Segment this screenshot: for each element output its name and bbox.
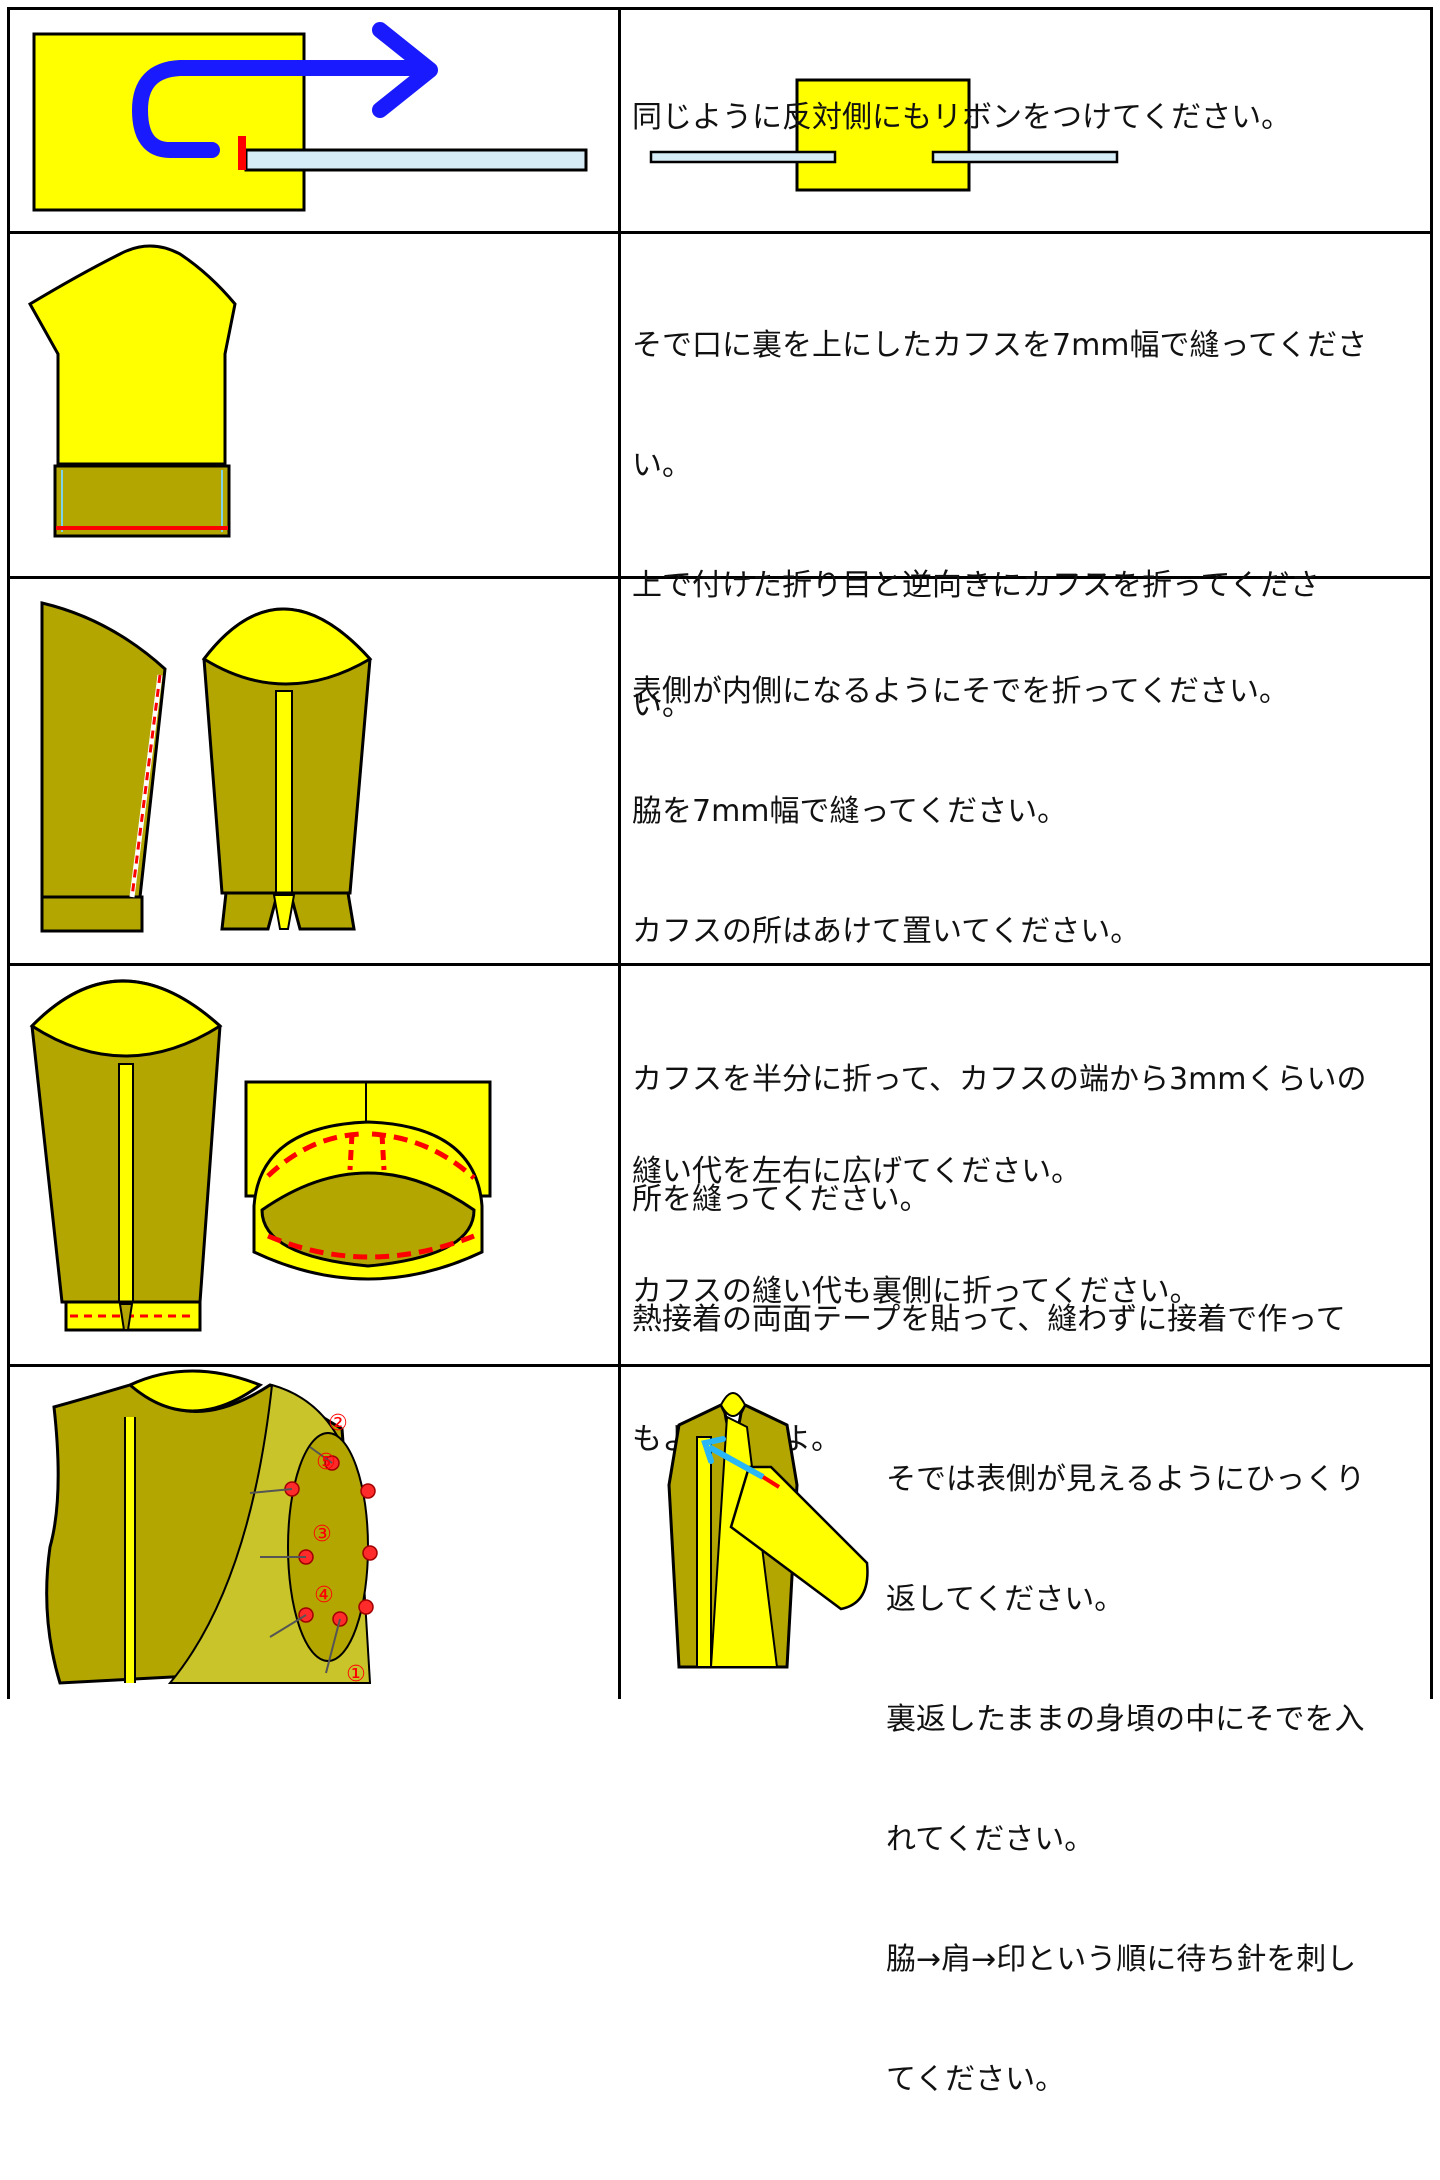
pin-label-4: ④ — [314, 1583, 334, 1608]
instruction-line: い。 — [632, 448, 692, 483]
instruction-line: 上で付けた折り目と逆向きにカフスを折ってくださ — [632, 568, 1320, 603]
pin-label-2: ② — [328, 1411, 348, 1436]
instruction-line: カフスを半分に折って、カフスの端から3mmくらいの — [632, 1062, 1367, 1097]
instruction-line: カフスの所はあけて置いてください。 — [632, 914, 1141, 949]
table-border-left — [7, 7, 10, 1699]
sleeve-side-seam-diagram — [10, 579, 618, 963]
row-divider — [7, 231, 1433, 234]
instruction-line: 脇を7mm幅で縫ってください。 — [632, 794, 1068, 829]
instruction-line: 裏返したままの身頃の中にそでを入 — [886, 1702, 1365, 1737]
instruction-line: 返してください。 — [886, 1582, 1125, 1617]
instruction-line: そで口に裏を上にしたカフスを7mm幅で縫ってくださ — [632, 328, 1368, 363]
instruction-line: れてください。 — [886, 1822, 1095, 1857]
instruction-text-1: 同じように反対側にもリボンをつけてください。 — [632, 18, 1422, 218]
instruction-line: 同じように反対側にもリボンをつけてください。 — [632, 100, 1292, 135]
pin-label-5: ⑤ — [316, 1450, 336, 1475]
instruction-line: い。 — [632, 688, 692, 723]
instruction-line: 脇→肩→印という順に待ち針を刺し — [886, 1942, 1357, 1977]
table-border-top — [7, 7, 1433, 10]
ribbon-attach-diagram — [10, 10, 618, 231]
instruction-text-5: そでは表側が見えるようにひっくり 返してください。 裏返したままの身頃の中にそで… — [886, 1380, 1426, 2180]
instruction-table: 同じように反対側にもリボンをつけてください。 そで口に裏を上にしたカフスを7mm… — [7, 7, 1433, 2097]
instruction-text-4: カフスを半分に折って、カフスの端から3mmくらいの 所を縫ってください。 熱接着… — [632, 980, 1422, 1540]
row-divider — [7, 1364, 1433, 1367]
instruction-line: そでは表側が見えるようにひっくり — [886, 1462, 1366, 1497]
sleeve-into-bodice-diagram — [621, 1367, 879, 1699]
instruction-line: カフスの縫い代も裏側に折ってください。 — [632, 1274, 1200, 1309]
instruction-text-2: そで口に裏を上にしたカフスを7mm幅で縫ってくださ い。 上で付けた折り目と逆向… — [632, 246, 1422, 806]
sleeve-pin-bodice-diagram: ② ⑤ ③ ④ ① — [10, 1367, 618, 1699]
instruction-text-3: 表側が内側になるようにそでを折ってください。 脇を7mm幅で縫ってください。 カ… — [632, 592, 1422, 1392]
row-divider — [7, 576, 1433, 579]
sleeve-cuff-diagram — [10, 234, 618, 576]
instruction-line: 縫い代を左右に広げてください。 — [632, 1154, 1082, 1189]
instruction-line: 所を縫ってください。 — [632, 1182, 930, 1217]
instruction-line: 熱接着の両面テープを貼って、縫わずに接着で作って — [632, 1302, 1346, 1337]
cuff-fold-stitch-diagram — [10, 966, 618, 1364]
table-border-right — [1430, 7, 1433, 1699]
instruction-line: てください。 — [886, 2062, 1066, 2097]
pin-label-3: ③ — [312, 1522, 332, 1547]
column-divider — [618, 7, 621, 1699]
row-divider — [7, 963, 1433, 966]
pin-label-1: ① — [346, 1662, 366, 1687]
ribbon-both-sides-diagram — [621, 60, 1430, 231]
instruction-line: 表側が内側になるようにそでを折ってください。 — [632, 674, 1289, 709]
